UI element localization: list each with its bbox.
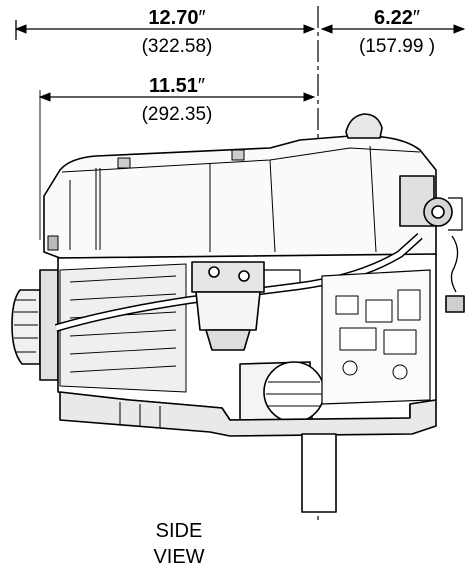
carburetor <box>191 261 301 351</box>
oil-sump <box>59 391 437 437</box>
dimension-lines <box>14 20 466 240</box>
engine-illustration <box>11 113 465 513</box>
overall-left-metric: (322.58) <box>142 36 213 57</box>
caption-line-2: VIEW <box>153 546 204 568</box>
control-panel <box>321 269 431 405</box>
inner-left-metric: (292.35) <box>142 104 213 125</box>
overall-left-value: 12.70″ <box>148 7 205 29</box>
blower-housing <box>43 134 437 259</box>
inner-left-value: 11.51″ <box>149 75 205 97</box>
dimension-labels: 12.70″ (322.58) 6.22″ (157.99 ) 11.51″ (… <box>142 7 435 125</box>
overall-right-metric: (157.99 ) <box>359 36 435 57</box>
crankshaft-stub <box>301 433 337 513</box>
air-intake-housing <box>11 269 59 381</box>
top-cap <box>345 113 383 139</box>
lower-pulley <box>239 361 325 423</box>
governor-controls <box>399 175 465 313</box>
view-caption: SIDE VIEW <box>153 520 204 568</box>
caption-line-1: SIDE <box>156 520 203 542</box>
overall-right-value: 6.22″ <box>374 7 420 29</box>
